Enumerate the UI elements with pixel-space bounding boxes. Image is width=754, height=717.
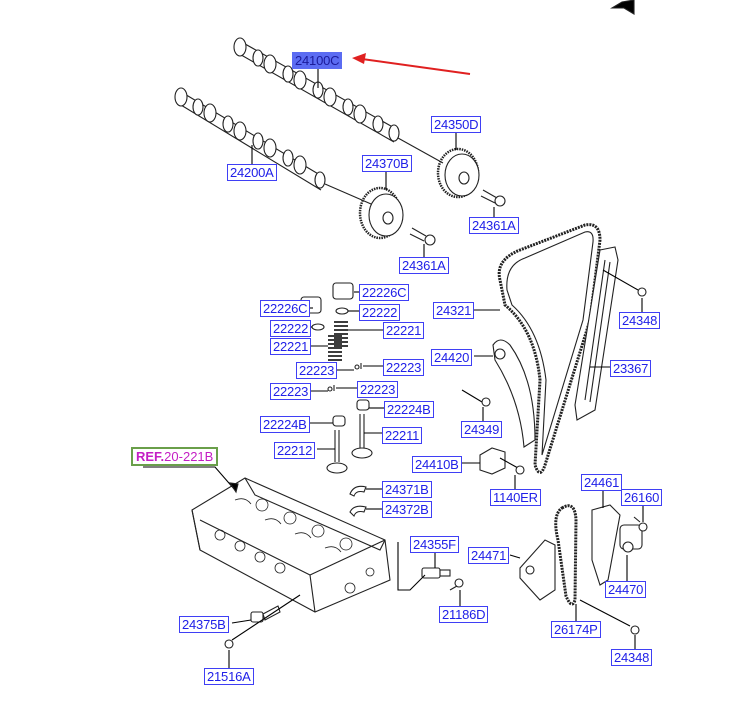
part-label-24321[interactable]: 24321 [433,302,475,319]
part-label-1140er[interactable]: 1140ER [490,489,541,506]
part-label-24348[interactable]: 24348 [619,312,661,329]
oil-control-valve-24355F [421,567,451,579]
part-label-22223[interactable]: 22223 [383,359,425,376]
ref-code: 20-221B [164,449,214,464]
camshaft-exhaust [174,87,379,208]
part-label-24100c[interactable]: 24100C [292,52,343,69]
cylinder-head [191,477,391,613]
part-label-22221[interactable]: 22221 [270,338,312,355]
part-label-24370b[interactable]: 24370B [362,155,412,172]
tensioner-24470 [619,524,643,553]
ref-prefix: REF. [136,449,165,464]
part-label-26160[interactable]: 26160 [621,489,663,506]
part-label-23367[interactable]: 23367 [610,360,652,377]
part-label-21516a[interactable]: 21516A [204,668,254,685]
tensioner-arm-24461 [591,504,621,586]
part-label-22223[interactable]: 22223 [270,383,312,400]
bolt-21186D [449,578,464,591]
tensioner-24410B [479,447,506,475]
part-label-24372b[interactable]: 24372B [382,501,432,518]
chain-guide-23367 [574,246,619,421]
part-label-22212[interactable]: 22212 [274,442,316,459]
corner-arrow-icon [610,0,635,15]
part-label-22211[interactable]: 22211 [382,427,423,444]
part-label-21186d[interactable]: 21186D [439,606,489,623]
valve-retainer-22222 [311,307,349,331]
camshaft-intake [233,37,444,164]
part-label-24410b[interactable]: 24410B [412,456,462,473]
oil-pump-chain-26174P [554,504,578,606]
valve-cotter-22223 [327,363,362,392]
part-label-22221[interactable]: 22221 [383,322,425,339]
part-label-24371b[interactable]: 24371B [382,481,432,498]
part-label-22224b[interactable]: 22224B [260,416,310,433]
part-label-22222[interactable]: 22222 [359,304,401,321]
part-label-24361a[interactable]: 24361A [469,217,519,234]
bolt-1140ER [515,465,525,475]
part-label-22224b[interactable]: 22224B [384,401,434,418]
valve-spring-22221 [328,321,348,361]
part-label-24200a[interactable]: 24200A [227,164,277,181]
highlight-arrow-icon [352,53,471,75]
tensioner-arm-24420 [492,339,536,448]
part-label-24355f[interactable]: 24355F [410,536,459,553]
part-label-24350d[interactable]: 24350D [431,116,482,133]
part-label-22222[interactable]: 22222 [270,320,312,337]
valve-22212 [326,430,348,474]
part-label-22226c[interactable]: 22226C [260,300,311,317]
bolt-24349 [481,397,491,407]
part-label-24471[interactable]: 24471 [468,547,510,564]
valve-seal-22224B [332,399,370,427]
sprocket-24370B [358,186,404,240]
part-label-24348[interactable]: 24348 [611,649,653,666]
part-label-24470[interactable]: 24470 [605,581,647,598]
bolt-21516A [224,639,234,649]
sprocket-24350D [436,147,480,199]
valve-22211 [351,414,373,459]
bolt-24361A-upper [480,189,506,207]
part-label-26174p[interactable]: 26174P [551,621,601,638]
chain-guide-24471 [519,539,556,601]
part-label-24361a[interactable]: 24361A [399,257,449,274]
part-label-24420[interactable]: 24420 [431,349,473,366]
part-label-24375b[interactable]: 24375B [179,616,229,633]
reference-link[interactable]: REF.20-221B [131,447,219,466]
bearing-shell-24371B [349,485,367,518]
part-label-24461[interactable]: 24461 [581,474,623,491]
part-label-24349[interactable]: 24349 [461,421,503,438]
bolt-24348-upper [637,287,647,297]
bolt-24361A-lower [409,227,436,246]
bolt-26160 [633,516,648,532]
bolt-24348-lower [630,625,640,635]
part-label-22223[interactable]: 22223 [296,362,338,379]
sensor-24375B [250,605,281,623]
part-label-22226c[interactable]: 22226C [359,284,410,301]
part-label-22223[interactable]: 22223 [357,381,399,398]
timing-chain-24321 [497,223,602,474]
